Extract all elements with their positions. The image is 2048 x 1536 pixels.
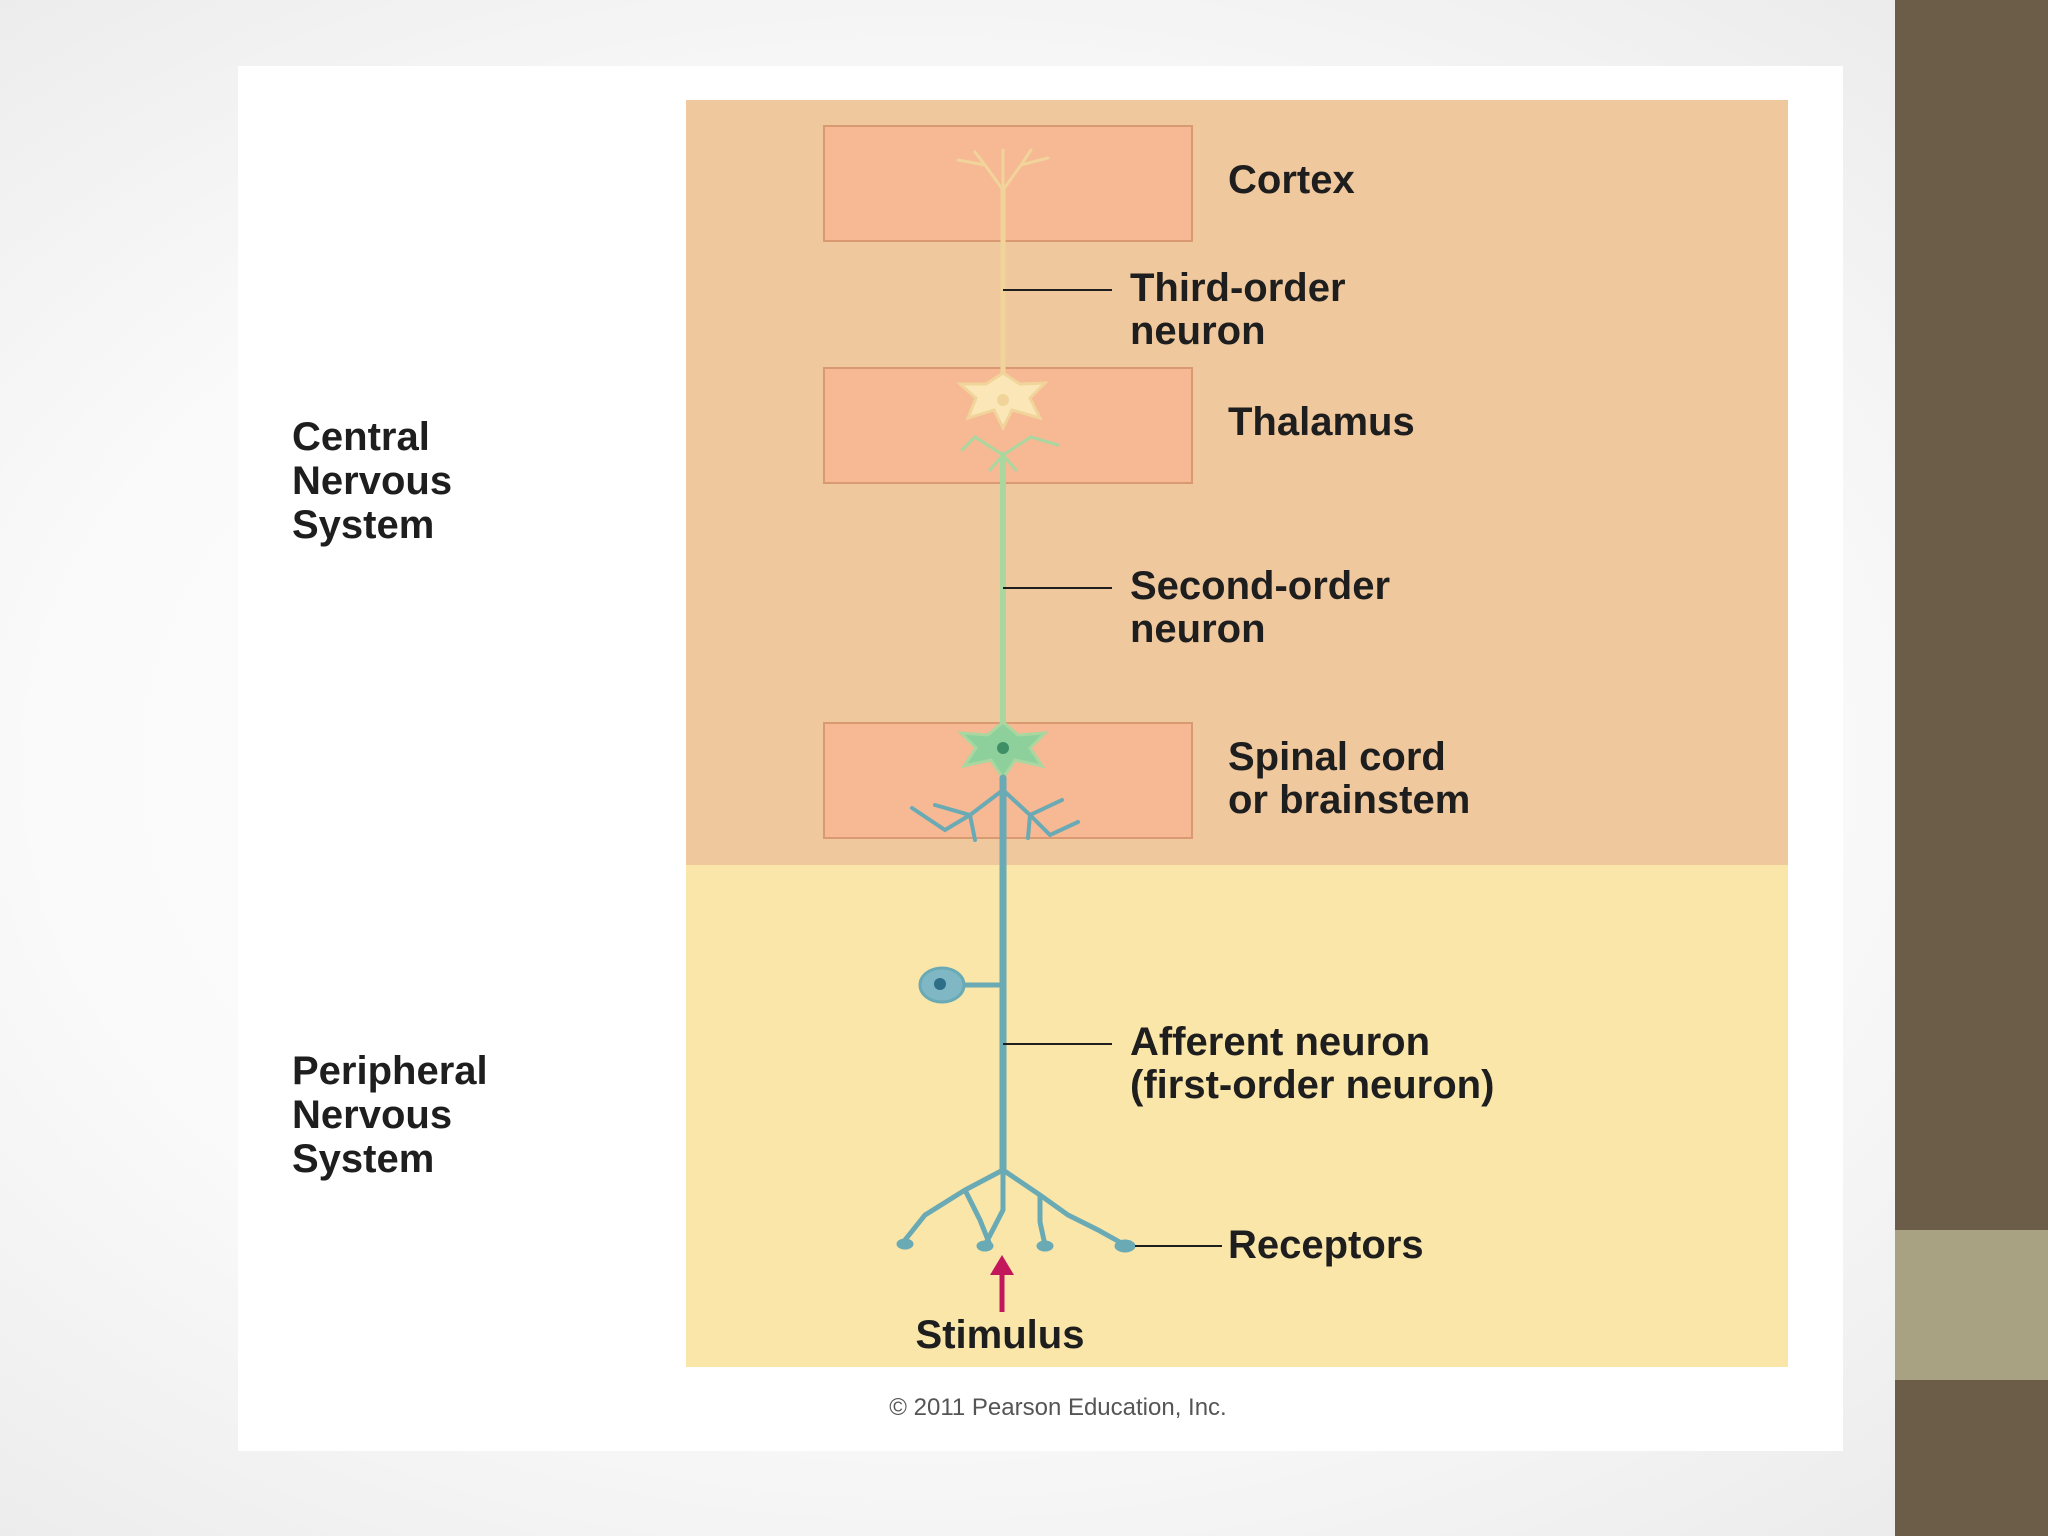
cns-label-line2: Nervous [292, 459, 452, 503]
sidebar-dark-bottom [1895, 1380, 2048, 1536]
third-order-label-line2: neuron [1130, 309, 1266, 353]
thalamus-label: Thalamus [1228, 400, 1415, 444]
afferent-neuron [896, 774, 1136, 1253]
cns-label-line1: Central [292, 415, 430, 459]
cns-label-line3: System [292, 503, 434, 547]
sidebar-light-block [1895, 1230, 2048, 1380]
second-order-label-line1: Second-order [1130, 564, 1390, 608]
pns-label: Peripheral Nervous System [292, 1049, 499, 1181]
receptors-label: Receptors [1228, 1223, 1424, 1267]
spinal-cord-label-line1: Spinal cord [1228, 735, 1446, 779]
afferent-label-line2: (first-order neuron) [1130, 1063, 1494, 1107]
pns-region [686, 865, 1788, 1367]
stimulus-arrow-icon [990, 1255, 1014, 1312]
slide-sidebar [1895, 0, 2048, 1536]
third-order-label-line1: Third-order [1130, 266, 1346, 310]
cns-label: Central Nervous System [292, 415, 463, 547]
cortex-label: Cortex [1228, 158, 1355, 202]
copyright-notice: © 2011 Pearson Education, Inc. [889, 1394, 1226, 1421]
afferent-label-line1: Afferent neuron [1130, 1020, 1430, 1064]
pns-label-line3: System [292, 1137, 434, 1181]
stimulus-label: Stimulus [916, 1313, 1085, 1357]
spinal-cord-label-line2: or brainstem [1228, 778, 1470, 822]
pns-label-line2: Nervous [292, 1093, 452, 1137]
third-order-neuron [956, 148, 1050, 432]
pns-label-line1: Peripheral [292, 1049, 488, 1093]
sidebar-dark-top [1895, 0, 2048, 1230]
second-order-label-line2: neuron [1130, 607, 1266, 651]
